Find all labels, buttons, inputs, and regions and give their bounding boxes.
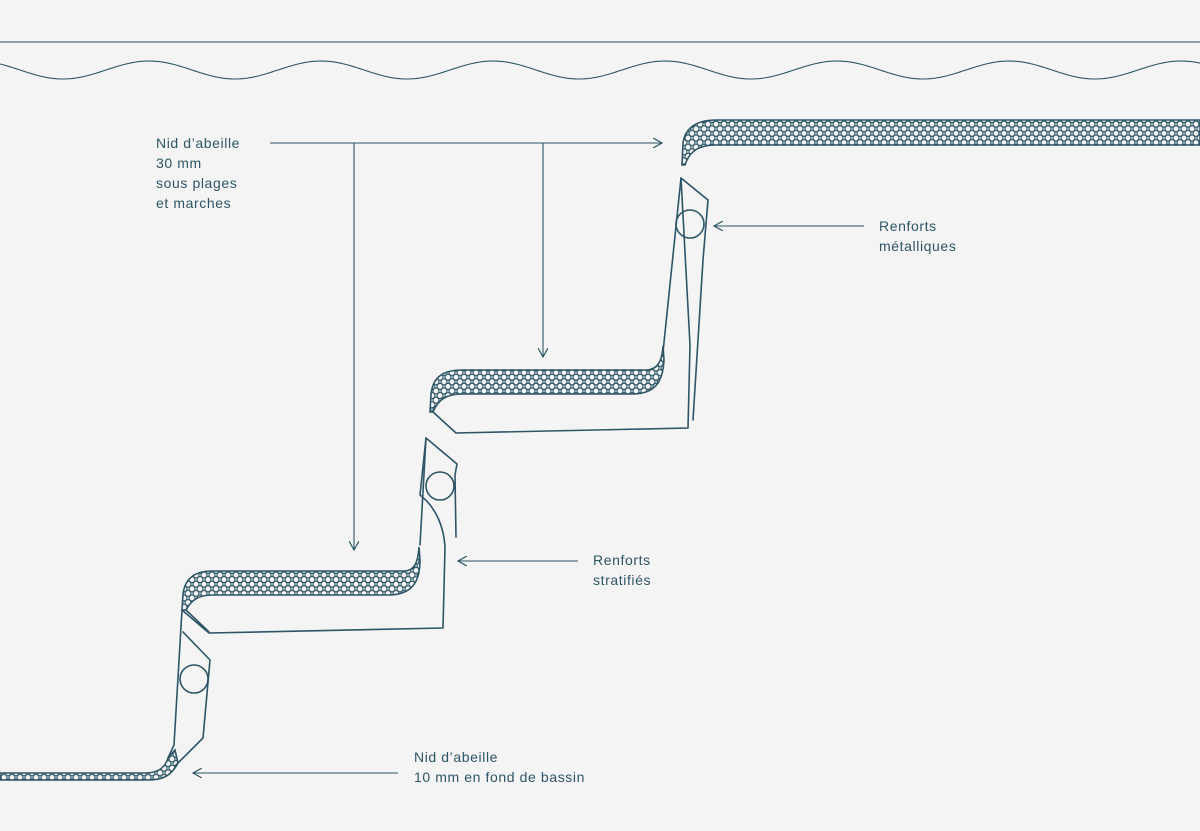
metal-reinforcement-2	[425, 471, 455, 501]
honeycomb-floor-10mm	[0, 748, 179, 781]
honeycomb-top-plage	[681, 119, 1200, 166]
label-laminated-reinforcements: Renforts stratifiés	[593, 552, 652, 588]
label-honeycomb-30mm: Nid d’abeille 30 mm sous plages et march…	[156, 135, 241, 211]
label-metal-reinforcements: Renforts métalliques	[879, 218, 957, 254]
leader-lines	[193, 143, 864, 773]
metal-reinforcement-1	[179, 664, 209, 694]
water-wave-line	[0, 60, 1200, 80]
shell-outline-b	[174, 609, 211, 767]
label-honeycomb-10mm: Nid d’abeille 10 mm en fond de bassin	[414, 749, 586, 785]
shell-outline-c	[419, 177, 682, 546]
shell-outline-a	[167, 177, 709, 759]
metal-reinforcement-3	[675, 209, 705, 239]
honeycomb-step-2	[429, 345, 665, 413]
honeycomb-step-1	[181, 546, 421, 611]
